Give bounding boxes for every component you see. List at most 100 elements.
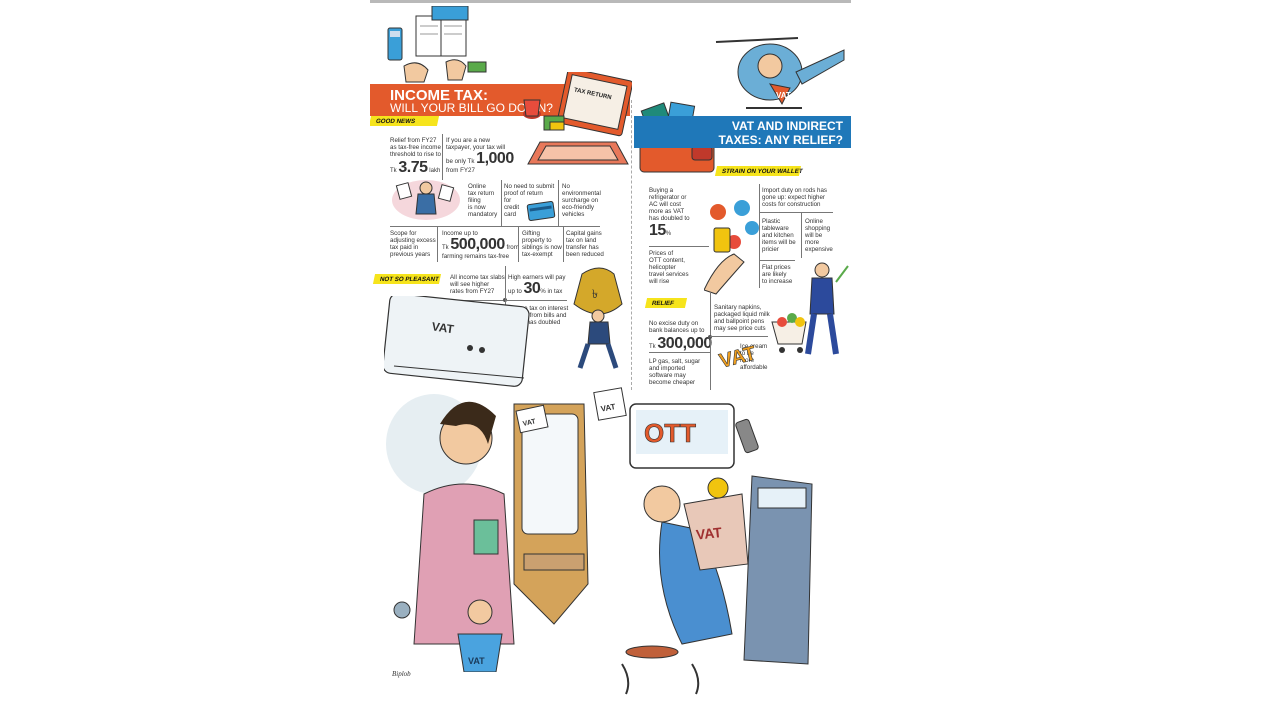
lp-gas-text: LP gas, salt, sugar and imported softwar… [649,358,709,386]
not-so-pleasant-tag: NOT SO PLEASANT [372,274,442,284]
connector-dot [708,335,712,339]
online-shopping-l2: shopping [805,225,831,232]
farming-income-l2: from [506,244,519,251]
gifting-text: Gifting property to siblings is now tax-… [522,230,566,258]
no-proof-l3: for [504,197,512,204]
ac-vat-label: VAT [431,319,456,336]
no-proof-l2: proof of return [504,190,543,197]
connector [437,226,438,262]
no-excise-prefix: Tk [649,344,656,350]
connector [710,292,711,390]
good-news-tag: GOOD NEWS [370,116,440,126]
new-taxpayer-l2: taxpayer, your tax will [446,144,506,151]
higher-rates-l2: will see higher [450,281,490,288]
connector [501,180,502,226]
fridge-ac-l5: has doubled to [649,215,690,222]
capital-gains-l2: tax on land [566,237,597,244]
online-shopping-l4: more [805,239,820,246]
fridge-ac-l4: more as VAT [649,208,685,215]
ott-prices-l5: will rise [649,278,670,285]
phone-apps-illustration [704,196,764,296]
connector [759,184,760,288]
credit-card-icon [526,200,556,222]
no-surcharge-l3: surcharge on [562,197,599,204]
online-shopping-text: Online shopping will be more expensive [805,218,835,253]
higher-rates-l3: rates from FY27 [450,288,495,295]
plastic-l3: and kitchen [762,232,794,239]
vat-banner: VAT AND INDIRECT TAXES: ANY RELIEF? [634,116,851,148]
high-earners-l1: High earners will pay [508,274,566,281]
income-tax-subtitle: WILL YOUR BILL GO DOWN? [390,101,553,115]
higher-rates-text: All income tax slabs will see higher rat… [450,274,506,295]
sanitary-l2: packaged liquid milk [714,311,770,318]
artist-signature: Biplob [392,670,411,678]
relief-threshold-prefix: Tk [390,168,397,174]
connector [390,226,600,227]
ice-cream-l1: Ice cream [740,343,768,350]
scope-excess-l1: Scope for [390,230,417,237]
fridge-ac-suffix: % [665,231,672,237]
import-rods-l2: gone up: expect higher [762,194,825,201]
scope-excess-text: Scope for adjusting excess tax paid in p… [390,230,438,258]
gifting-l1: Gifting [522,230,540,237]
connector [505,300,567,301]
capital-gains-l4: been reduced [566,251,604,258]
fridge-ac-text: Buying a refrigerator or AC will cost mo… [649,187,701,239]
connector [450,300,506,301]
no-surcharge-l2: environmental [562,190,601,197]
ice-cream-text: Ice cream to be more affordable [740,343,772,371]
flat-prices-l1: Flat prices [762,264,791,271]
fridge-ac-l2: refrigerator or [649,194,687,201]
vat-title: VAT AND INDIRECT [731,119,843,133]
lp-gas-l1: LP gas, salt, sugar [649,358,701,365]
papers-character-illustration [390,178,464,222]
relief-threshold-amount: 3.75 [398,159,428,176]
helicopter-illustration: VAT [710,2,850,116]
connector [563,226,564,262]
connector [759,212,833,213]
flat-prices-l3: to increase [762,278,793,285]
lp-gas-l3: software may [649,372,686,379]
relief-threshold-suffix: lakh [429,168,441,174]
relief-threshold-l3: threshold to rise to [390,151,441,158]
import-rods-l1: Import duty on rods has [762,187,828,194]
sanitary-l1: Sanitary napkins, [714,304,762,311]
import-rods-text: Import duty on rods has gone up: expect … [762,187,832,208]
online-return-l2: tax return [468,190,495,197]
connector [710,336,768,337]
no-surcharge-l5: vehicles [562,211,585,218]
import-rods-l3: costs for construction [762,201,821,208]
sign-vat-label: VAT [600,402,616,413]
woman-mirror-illustration: VAT VAT [384,384,594,672]
flat-prices-text: Flat prices are likely to increase [762,264,798,285]
mirror-vat-label: VAT [522,418,537,428]
source-tax-l1: Source tax on interest [508,305,569,312]
ott-tv-label: OTT [644,418,696,448]
ott-prices-l1: Prices of [649,250,674,257]
relief-threshold-l2: as tax-free income [390,144,441,151]
tax-infographic: INCOME TAX: WILL YOUR BILL GO DOWN? TAX … [370,0,851,720]
plastic-l2: tableware [762,225,789,232]
gifting-l4: tax-exempt [522,251,553,258]
farming-income-text: Income up to Tk 500,000 from farming rem… [442,230,522,260]
plastic-l4: items will be [762,239,796,246]
strain-wallet-tag: STRAIN ON YOUR WALLET [714,166,803,176]
online-shopping-l5: expensive [805,246,833,253]
new-taxpayer-l1: If you are a new [446,137,491,144]
connector [442,134,443,180]
plastic-l1: Plastic [762,218,781,225]
capital-gains-l1: Capital gains [566,230,602,237]
no-surcharge-l4: eco-friendly [562,204,594,211]
relief-tag: RELIEF [644,298,688,308]
sanitary-l4: may see price cuts [714,325,766,332]
high-earners-text: High earners will pay up to 30% in tax [508,274,574,297]
ice-cream-l3: more [740,357,755,364]
higher-rates-l1: All income tax slabs [450,274,505,281]
online-shopping-l3: will be [805,232,823,239]
ott-prices-text: Prices of OTT content, helicopter travel… [649,250,705,285]
lp-gas-l2: and imported [649,365,686,372]
vat-subtitle: TAXES: ANY RELIEF? [718,133,843,147]
flat-prices-l2: are likely [762,271,787,278]
no-excise-l1: No excise duty on [649,320,699,327]
falling-vat-letters: VAT [714,342,754,412]
